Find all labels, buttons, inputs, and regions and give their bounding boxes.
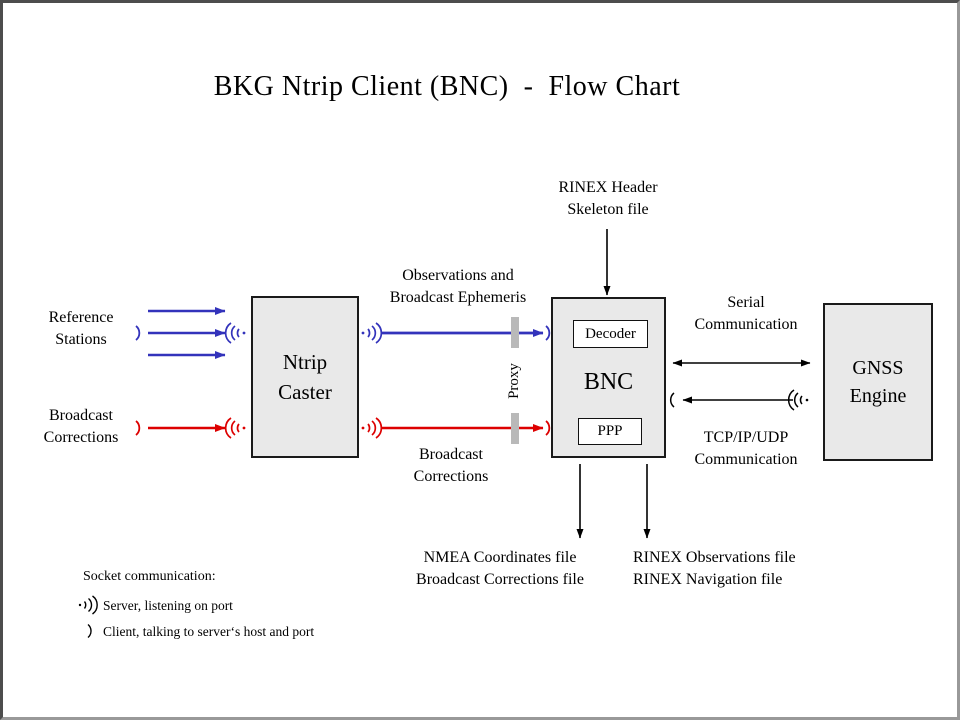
client-socket-icon-bnc-tcp (669, 392, 675, 408)
ntrip-caster-label-line1: Ntrip (282, 350, 328, 374)
ppp-box: PPP (578, 418, 642, 445)
decoder-label: Decoder (585, 325, 636, 342)
observations-stream-label: Observations and Broadcast Ephemeris (389, 267, 527, 306)
legend-client-label: Client, talking to server‘s host and por… (103, 624, 315, 639)
server-socket-icon-caster-left-blue (224, 322, 246, 344)
bnc-label: BNC (583, 369, 634, 395)
nmea-output-label: NMEA Coordinates file Broadcast Correcti… (416, 549, 584, 588)
ntrip-caster-label-line2: Caster (278, 380, 332, 404)
tcp-communication-label: TCP/IP/UDP Communication (694, 429, 798, 468)
rinex-output-label: RINEX Observations file RINEX Navigation… (633, 549, 796, 588)
server-socket-icon-caster-left-red (224, 417, 246, 439)
client-socket-icon-bnc-red (545, 420, 551, 436)
corrections-stream-label: Broadcast Corrections (413, 446, 489, 485)
decoder-box: Decoder (573, 320, 648, 348)
bnc-box: Decoder BNC PPP (551, 297, 666, 458)
client-socket-icon-bnc-blue (545, 325, 551, 341)
ntrip-caster-box: Ntrip Caster (251, 296, 359, 458)
gnss-engine-box: GNSS Engine (823, 303, 933, 461)
gnss-engine-label-line1: GNSS (852, 357, 904, 379)
gnss-engine-label-line2: Engine (849, 385, 907, 407)
legend-server-socket-icon (78, 595, 98, 615)
server-socket-icon-caster-right-red (361, 417, 383, 439)
legend-heading: Socket communication: (83, 569, 216, 584)
broadcast-corrections-input-label: Broadcast Corrections (43, 407, 119, 446)
client-socket-icon-corrections (135, 420, 141, 436)
legend-server-label: Server, listening on port (103, 598, 233, 613)
ppp-label: PPP (597, 423, 623, 439)
output-file-arrows (576, 464, 651, 539)
proxy-label: Proxy (506, 363, 522, 399)
server-socket-icon-gnss (787, 389, 809, 411)
legend-client-socket-icon (87, 623, 92, 639)
reference-station-arrows (148, 307, 226, 359)
serial-communication-label: Serial Communication (694, 294, 798, 333)
page-title: BKG Ntrip Client (BNC) - Flow Chart (213, 71, 681, 102)
server-socket-icon-caster-right-blue (361, 322, 383, 344)
reference-stations-label: Reference Stations (48, 309, 114, 348)
rinex-header-skeleton-label: RINEX Header Skeleton file (558, 179, 658, 218)
client-socket-icon-stations (135, 325, 141, 341)
